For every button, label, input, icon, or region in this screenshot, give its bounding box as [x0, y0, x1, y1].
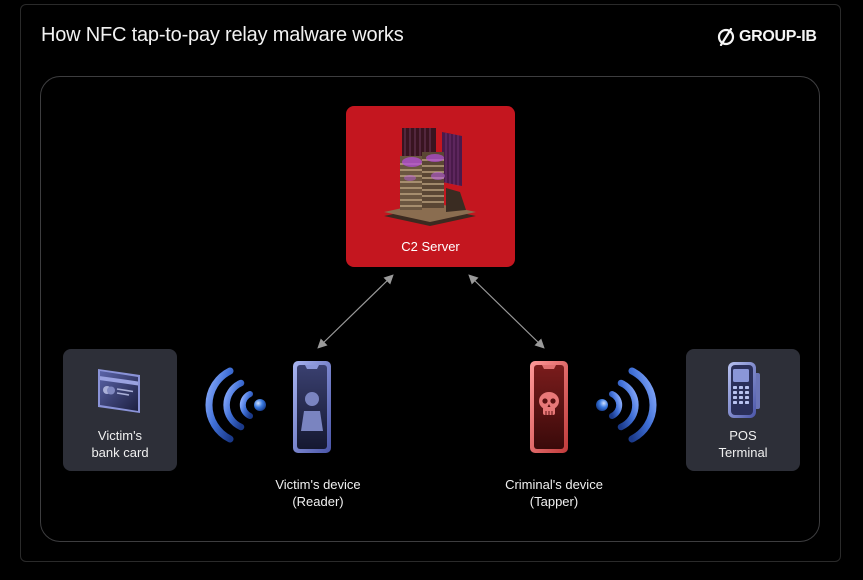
victim-device-label-line1: Victim's device: [275, 477, 361, 492]
pos-terminal-label: POS Terminal: [686, 427, 800, 461]
logo-text: GROUP-IB: [739, 28, 817, 45]
victim-device-label-line2: (Reader): [292, 494, 344, 509]
criminal-device-label-line2: (Tapper): [529, 494, 579, 509]
c2-server-node: C2 Server: [346, 106, 515, 267]
diagram-canvas: [40, 76, 820, 542]
nfc-wave-icon-left: [205, 367, 266, 443]
pos-terminal-label-line1: POS: [729, 428, 757, 443]
criminal-device-label: Criminal's device (Tapper): [488, 476, 620, 510]
pos-terminal-icon: [728, 362, 760, 418]
credit-card-icon: [98, 369, 140, 413]
c2-server-label: C2 Server: [401, 239, 460, 254]
group-ib-logo: GROUP-IB: [717, 28, 817, 46]
page-title: How NFC tap-to-pay relay malware works: [41, 24, 404, 46]
criminal-device-label-line1: Criminal's device: [505, 477, 603, 492]
smartphone-user-icon: [293, 361, 331, 453]
arrow-victim-to-c2: [317, 274, 394, 349]
nfc-wave-icon-right: [596, 367, 657, 443]
victim-bank-card-label-line2: bank card: [91, 445, 149, 460]
victim-bank-card-label: Victim's bank card: [63, 427, 177, 461]
diagram-frame: [20, 4, 841, 562]
pos-terminal-node: POS Terminal: [686, 349, 800, 471]
arrow-criminal-to-c2: [468, 274, 545, 349]
smartphone-skull-icon: [530, 361, 568, 453]
pos-terminal-label-line2: Terminal: [718, 445, 768, 460]
victim-bank-card-node: Victim's bank card: [63, 349, 177, 471]
victim-device-label: Victim's device (Reader): [258, 476, 378, 510]
group-ib-logo-icon: [717, 28, 735, 46]
server-datacenter-icon: [384, 128, 476, 226]
victim-bank-card-label-line1: Victim's: [97, 428, 143, 443]
